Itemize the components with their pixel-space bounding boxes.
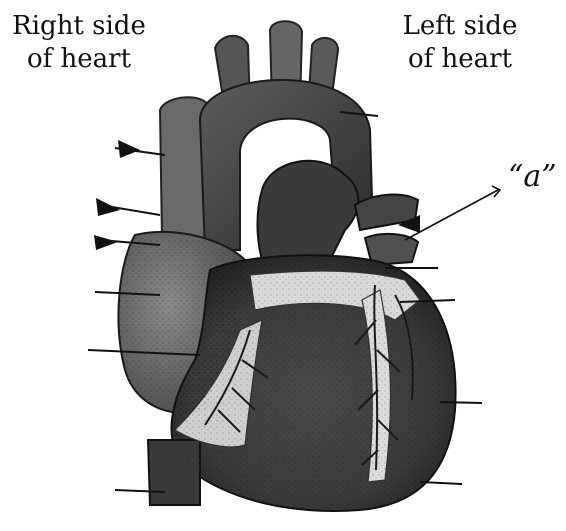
right-side-label-line2: of heart [4, 43, 154, 76]
left-side-label-line1: Left side [385, 10, 535, 43]
left-side-label-line2: of heart [385, 43, 535, 76]
marker-a-label: “a” [508, 158, 557, 196]
left-side-of-heart-label: Left side of heart [385, 10, 535, 75]
right-side-of-heart-label: Right side of heart [4, 10, 154, 75]
left-pulmonary-veins [355, 195, 418, 265]
right-side-label-line1: Right side [4, 10, 154, 43]
